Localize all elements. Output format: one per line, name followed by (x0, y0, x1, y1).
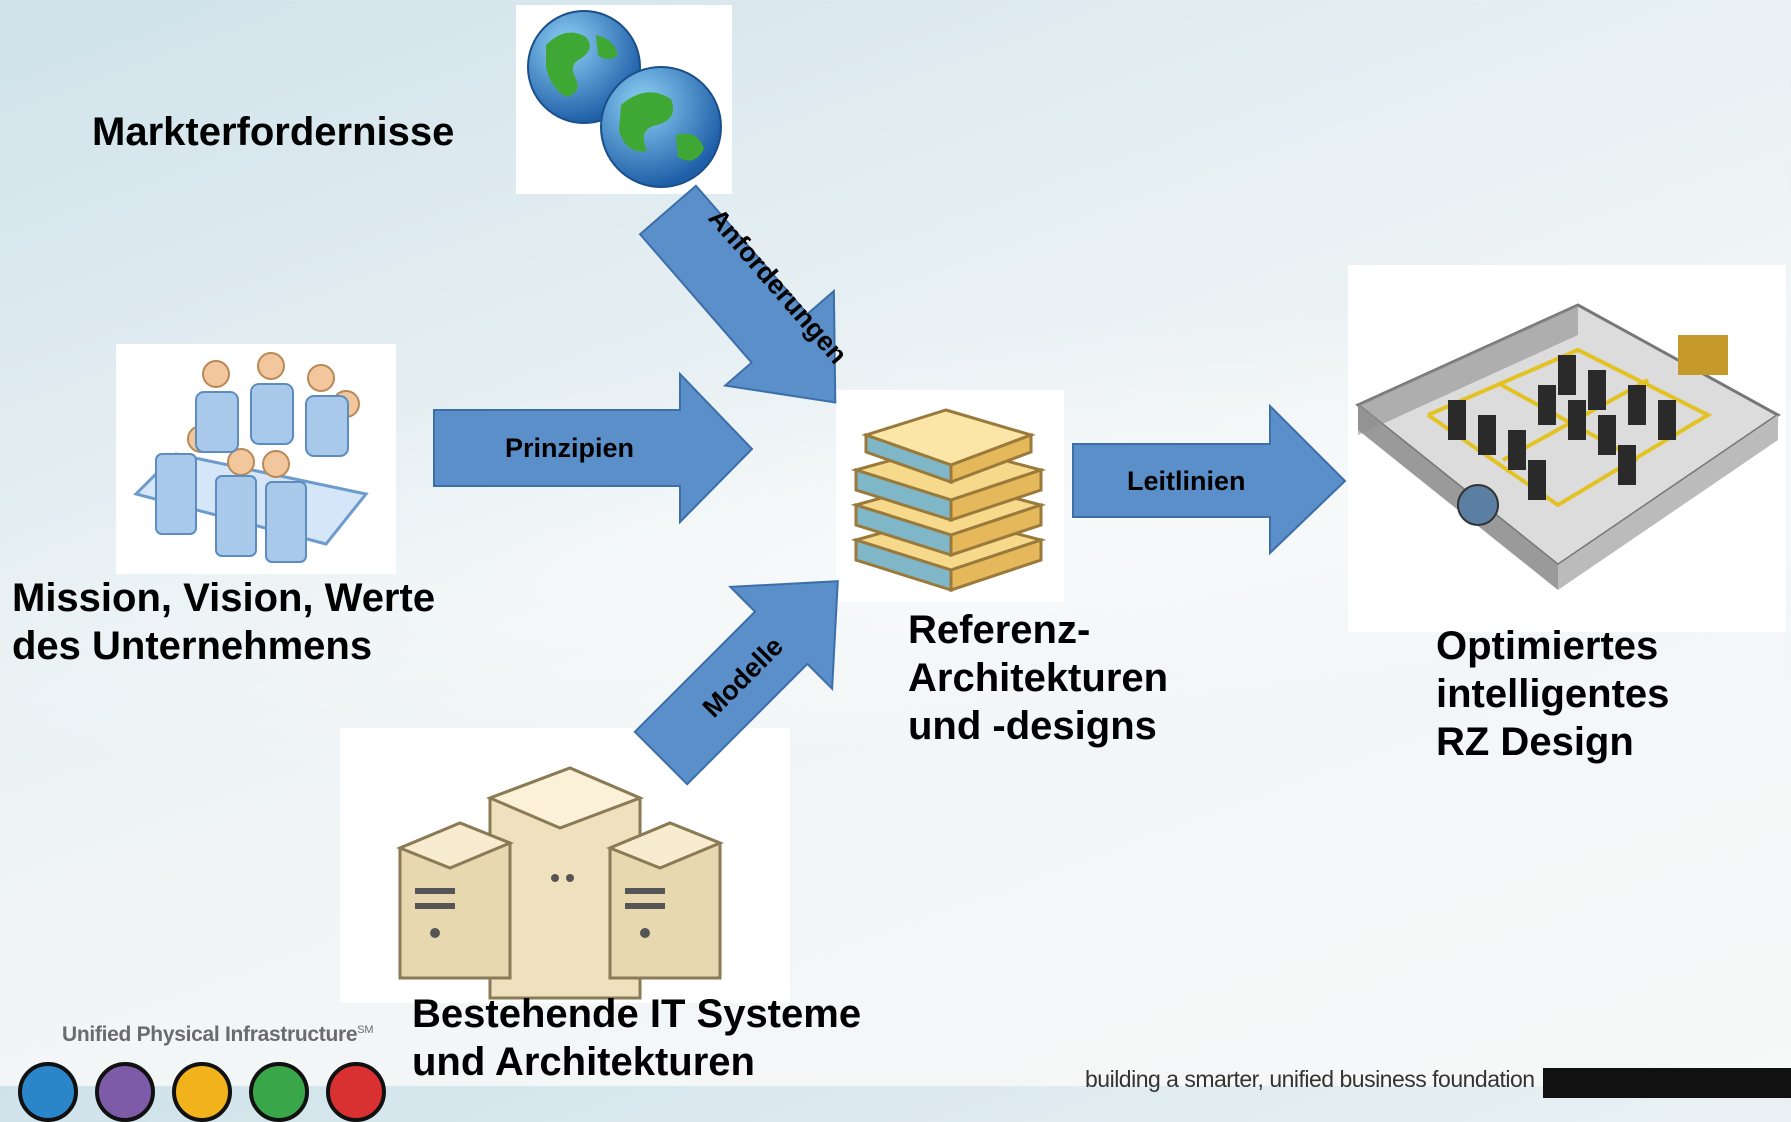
books-stack-icon (836, 390, 1064, 602)
existing-systems-label: Bestehende IT Systeme und Architekturen (412, 992, 862, 1084)
guidelines-arrow (1072, 403, 1347, 556)
brand-logo (1543, 1068, 1791, 1098)
mission-label: Mission, Vision, Werte des Unternehmens (12, 576, 436, 668)
service-mark: SM (357, 1024, 374, 1036)
meeting-table-icon (116, 344, 396, 574)
footer-tagline: building a smarter, unified business fou… (1085, 1066, 1535, 1092)
globe-icon (516, 5, 732, 194)
badge-1-icon (18, 1062, 78, 1122)
upi-logo-text: Unified Physical InfrastructureSM (62, 1023, 374, 1047)
reference-architectures-label: Referenz- Architekturen und -designs (908, 608, 1169, 748)
badge-2-icon (95, 1062, 155, 1122)
requirements-arrow (638, 184, 837, 404)
models-arrow (633, 580, 839, 786)
optimized-design-label: Optimiertes intelligentes RZ Design (1436, 624, 1670, 764)
principles-arrow (433, 371, 754, 525)
server-icon (340, 728, 790, 1003)
upi-logo-name: Unified Physical Infrastructure (62, 1023, 358, 1046)
arrows-layer (433, 184, 1347, 786)
principles-arrow-label: Prinzipien (505, 433, 635, 463)
badge-3-icon (172, 1062, 232, 1122)
datacenter-floorplan-icon (1348, 265, 1786, 632)
badge-4-icon (249, 1062, 309, 1122)
market-requirements-label: Markterfordernisse (92, 110, 455, 154)
guidelines-arrow-label: Leitlinien (1127, 466, 1246, 496)
badge-5-icon (326, 1062, 386, 1122)
